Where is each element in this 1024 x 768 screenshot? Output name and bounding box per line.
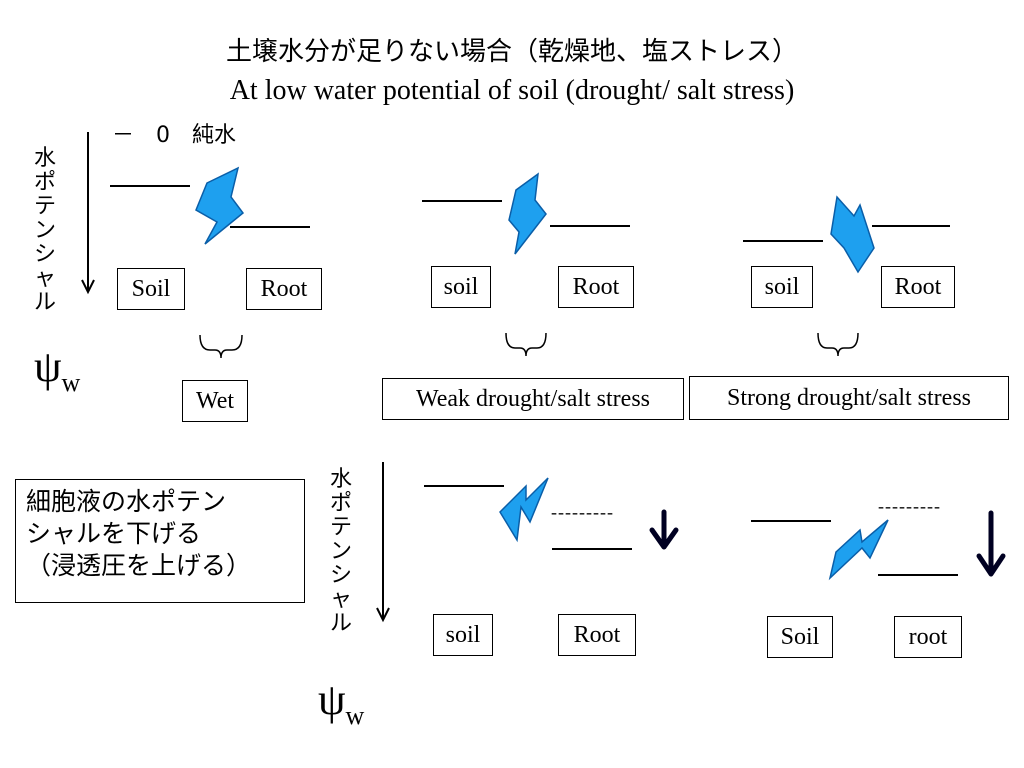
panel3-soil-box: soil	[751, 266, 813, 308]
top-axis-label-text: 水ポテンシャル	[33, 146, 56, 315]
top-axis-label: 水ポテンシャル	[30, 147, 60, 315]
bottom-axis-label-text: 水ポテンシャル	[329, 467, 352, 636]
panel2-condition-box: Weak drought/salt stress	[382, 378, 684, 420]
top-psi-letter: ψ	[34, 342, 62, 391]
cell-sap-note-box: 細胞液の水ポテン シャルを下げる （浸透圧を上げる）	[15, 479, 305, 603]
bottom2-root-box: root	[894, 616, 962, 658]
panel2-brace	[505, 332, 547, 357]
panel1-soil-box: Soil	[117, 268, 185, 310]
title-english: At low water potential of soil (drought/…	[229, 75, 795, 106]
note-line-1: 細胞液の水ポテン	[26, 487, 227, 516]
bottom-axis-arrowhead	[376, 607, 390, 623]
zero-pure-water-label: － 0 純水	[112, 123, 236, 148]
panel1-flow-arrow	[195, 166, 245, 245]
title-japanese: 土壌水分が足りない場合（乾燥地、塩ストレス）	[225, 37, 798, 67]
panel3-brace	[817, 332, 859, 357]
bottom1-soil-box: soil	[433, 614, 493, 656]
bottom2-flow-arrow	[828, 519, 889, 581]
top-axis-arrowhead	[81, 279, 95, 295]
panel2-soil-box: soil	[431, 266, 491, 308]
panel3-flow-arrow	[830, 195, 875, 274]
bottom1-dashed-marker: ---------	[551, 502, 614, 522]
panel2-root-box: Root	[558, 266, 634, 308]
top-psi-subscript: w	[61, 368, 81, 397]
panel1-brace	[199, 334, 243, 359]
bottom-psi-symbol: ψw	[318, 678, 364, 738]
top-psi-symbol: ψw	[34, 345, 80, 405]
note-line-2: シャルを下げる	[26, 519, 202, 548]
bottom1-root-box: Root	[558, 614, 636, 656]
panel1-root-box: Root	[246, 268, 322, 310]
panel3-condition-box: Strong drought/salt stress	[689, 376, 1009, 420]
panel3-root-box: Root	[881, 266, 955, 308]
bottom-axis-label: 水ポテンシャル	[326, 468, 356, 636]
bottom2-down-arrow	[976, 510, 1006, 577]
panel2-flow-arrow	[508, 172, 547, 255]
bottom2-dashed-marker: ---------	[878, 496, 941, 516]
note-line-3: （浸透圧を上げる）	[26, 551, 252, 580]
bottom1-flow-arrow	[499, 477, 549, 543]
bottom-psi-subscript: w	[345, 701, 365, 730]
bottom2-soil-box: Soil	[767, 616, 833, 658]
panel1-condition-box: Wet	[182, 380, 248, 422]
bottom1-down-arrow	[649, 509, 679, 550]
bottom-psi-letter: ψ	[318, 675, 346, 724]
